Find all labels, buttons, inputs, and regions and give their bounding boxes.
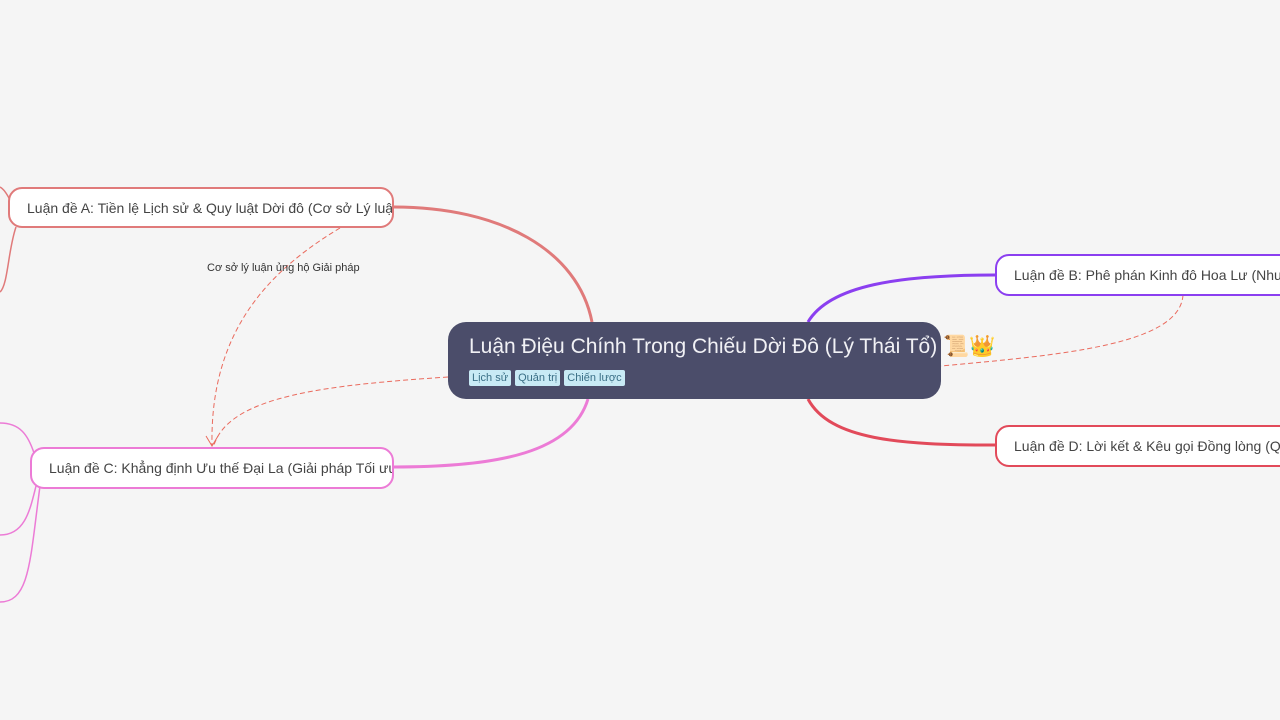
branch-d[interactable]: Luận đề D: Lời kết & Kêu gọi Đồng lòng (… — [995, 425, 1280, 467]
branch-label: Luận đề B: Phê phán Kinh đô Hoa Lư (Nhu … — [1014, 267, 1280, 283]
connector-d — [806, 398, 996, 447]
branch-label: Luận đề A: Tiền lệ Lịch sử & Quy luật Dờ… — [27, 199, 394, 216]
c-child-connector — [0, 422, 35, 454]
branch-c[interactable]: Luận đề C: Khẳng định Ưu thế Đại La (Giả… — [30, 447, 394, 489]
central-title: Luận Điệu Chính Trong Chiếu Dời Đô (Lý T… — [469, 335, 996, 358]
connector-b — [806, 273, 996, 323]
branch-b[interactable]: Luận đề B: Phê phán Kinh đô Hoa Lư (Nhu … — [995, 254, 1280, 296]
relationship-line — [213, 376, 449, 446]
connector-a — [393, 205, 594, 323]
c-child-connector — [0, 485, 37, 536]
c-child-connector — [0, 485, 41, 603]
relationship-line — [940, 294, 1184, 367]
tag-list: Lịch sử Quản trị Chiến lược — [469, 370, 941, 386]
connector-c — [393, 398, 590, 469]
a-child-connector — [0, 226, 17, 293]
tag[interactable]: Quản trị — [515, 370, 561, 386]
tag[interactable]: Lịch sử — [469, 370, 512, 386]
relationship-line — [211, 227, 341, 446]
relationship-label[interactable]: Cơ sở lý luận ủng hộ Giải pháp — [207, 262, 360, 274]
branch-label: Luận đề C: Khẳng định Ưu thế Đại La (Giả… — [49, 460, 394, 476]
branch-a[interactable]: Luận đề A: Tiền lệ Lịch sử & Quy luật Dờ… — [8, 187, 394, 228]
central-topic[interactable]: Luận Điệu Chính Trong Chiếu Dời Đô (Lý T… — [448, 322, 996, 399]
arrow-head-icon — [205, 435, 219, 447]
tag[interactable]: Chiến lược — [564, 370, 625, 386]
branch-label: Luận đề D: Lời kết & Kêu gọi Đồng lòng (… — [1014, 438, 1280, 454]
